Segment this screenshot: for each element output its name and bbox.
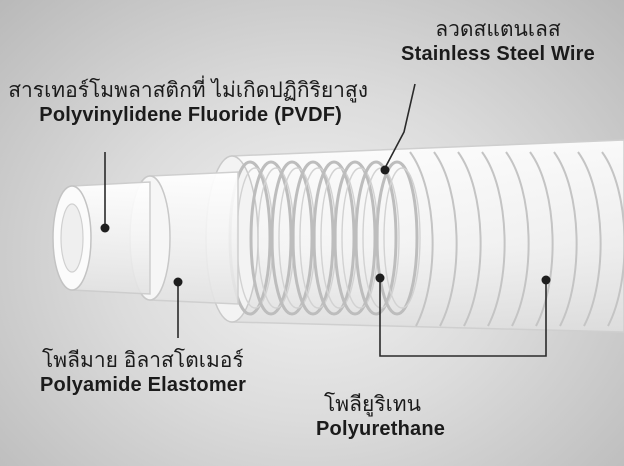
wire-coil [333,160,377,316]
leader-dots [100,165,551,287]
dot-steel-wire [380,165,390,175]
label-steel-wire: ลวดสแตนเลส Stainless Steel Wire [393,17,603,66]
leader-lines [104,83,547,357]
wire-coil [270,160,314,316]
wire-coil [312,160,356,316]
wire-helix-segment [481,151,506,327]
wire-helix-segment [577,151,602,327]
label-pvdf-english: Polyvinylidene Fluoride (PVDF) [39,104,342,127]
wire-helix-segment [457,151,482,327]
leader-line-steel-wire [384,83,416,169]
pvdf-inner-tube [52,181,151,295]
label-polyurethane: โพลียูริเทน Polyurethane [316,392,516,441]
wire-helix-segment [505,151,530,327]
label-polyurethane-thai: โพลียูริเทน [324,393,421,416]
label-polyamide-thai: โพลีมาย อิลาสโตเมอร์ [42,349,244,372]
label-steel-wire-thai: ลวดสแตนเลส [435,18,561,41]
wire-coil [375,160,419,316]
dot-polyurethane-a [375,273,385,283]
wire-coil [354,160,398,316]
dot-polyurethane-b [541,275,551,285]
wire-helix-segment [529,151,554,327]
label-polyamide-english: Polyamide Elastomer [40,374,247,397]
label-steel-wire-english: Stainless Steel Wire [401,43,595,66]
dot-pvdf [100,223,110,233]
steel-wire-helix-jacket [409,151,624,327]
wire-helix-segment [433,151,458,327]
label-pvdf: สารเทอร์โมพลาสติกที่ ไม่เกิดปฏิกิริยาสูง… [0,78,368,127]
wire-helix-segment [601,151,624,327]
label-pvdf-thai: สารเทอร์โมพลาสติกที่ ไม่เกิดปฏิกิริยาสูง [8,79,368,102]
wire-helix-segment [409,151,434,327]
dot-polyamide [173,277,183,287]
label-polyurethane-english: Polyurethane [316,418,446,441]
label-polyamide: โพลีมาย อิลาสโตเมอร์ Polyamide Elastomer [40,348,300,397]
wire-coil-highlight [383,167,421,309]
steel-wire-coils [228,160,421,316]
wire-coil [249,160,293,316]
wire-coil [291,160,335,316]
wire-helix-segment [553,151,578,327]
leader-line-polyurethane [379,278,547,357]
